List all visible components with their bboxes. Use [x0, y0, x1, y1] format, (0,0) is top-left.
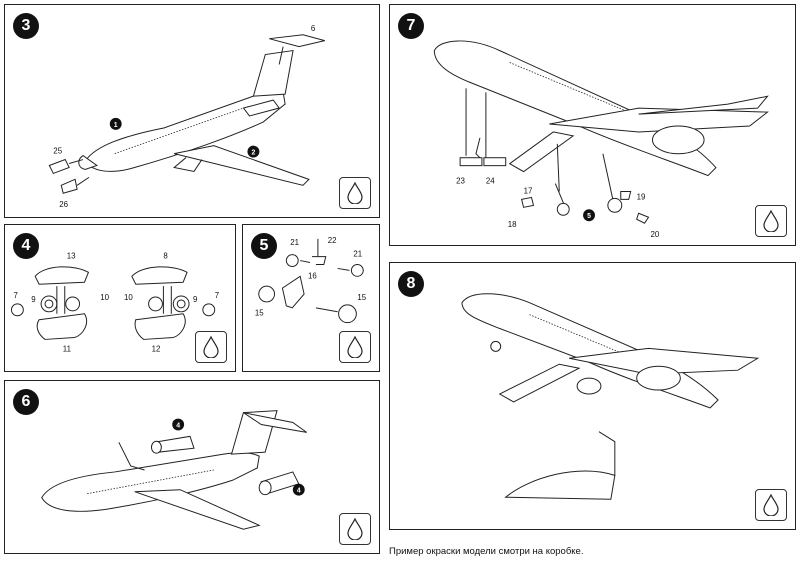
- part-label-16: 16: [308, 271, 317, 280]
- step-6-panel: 6 4 4: [4, 380, 380, 554]
- step-8-illustration: [461, 293, 760, 500]
- callout-5-marker: [583, 209, 595, 222]
- step-7-badge: 7: [398, 13, 424, 39]
- step-3-badge: 3: [13, 13, 39, 39]
- footer-note: Пример окраски модели смотри на коробке.: [389, 546, 584, 557]
- part-label-12: 12: [152, 344, 161, 353]
- part-label-21-left: 21: [290, 238, 299, 247]
- part-label-8: 8: [163, 252, 168, 261]
- callout-4-bottom-text: 4: [297, 488, 301, 495]
- part-label-24: 24: [486, 177, 495, 186]
- part-label-23: 23: [456, 177, 465, 186]
- step-4-badge: 4: [13, 233, 39, 259]
- part-label-6: 6: [311, 24, 316, 33]
- callout-5-text: 5: [587, 213, 591, 220]
- glue-drop-icon: [339, 331, 371, 363]
- glue-drop-icon: [339, 513, 371, 545]
- callout-1-text: 1: [114, 122, 118, 129]
- step-4-illustration: 13 8 7 9 10 11 10 9 7 12: [10, 252, 219, 353]
- part-label-18: 18: [508, 220, 517, 229]
- callout-4-top-text: 4: [176, 422, 180, 429]
- glue-drop-icon: [195, 331, 227, 363]
- part-label-13: 13: [67, 252, 76, 261]
- part-label-15-left: 15: [255, 309, 264, 318]
- glue-drop-icon: [755, 205, 787, 237]
- step-6-badge: 6: [13, 389, 39, 415]
- step-3-panel: 3 6 25 26 1 2: [4, 4, 380, 218]
- step-8-badge: 8: [398, 271, 424, 297]
- step-5-panel: 5 21 22 21 16 15 15: [242, 224, 380, 372]
- part-label-10-left: 10: [100, 293, 109, 302]
- part-label-25: 25: [53, 147, 62, 156]
- callout-1-marker: [109, 117, 122, 130]
- part-label-17: 17: [524, 186, 533, 195]
- callout-4-top-marker: [172, 418, 185, 431]
- part-label-15-right: 15: [357, 293, 366, 302]
- part-label-26: 26: [59, 200, 68, 209]
- part-label-11: 11: [63, 344, 71, 353]
- part-label-21-right: 21: [353, 250, 362, 259]
- step-5-badge: 5: [251, 233, 277, 259]
- part-label-7-left: 7: [13, 291, 17, 300]
- callout-2-marker: [247, 145, 260, 158]
- part-label-20: 20: [651, 230, 660, 239]
- part-label-22: 22: [328, 236, 337, 245]
- part-label-10-right: 10: [124, 293, 133, 302]
- part-label-9-left: 9: [31, 295, 35, 304]
- part-label-19: 19: [637, 192, 646, 201]
- step-6-illustration: 4 4: [41, 410, 307, 530]
- step-8-panel: 8: [389, 262, 796, 530]
- step-3-illustration: 6 25 26 1 2: [48, 24, 325, 209]
- callout-2-text: 2: [251, 150, 255, 157]
- part-label-7-right: 7: [215, 291, 219, 300]
- glue-drop-icon: [755, 489, 787, 521]
- callout-4-bottom-marker: [292, 483, 305, 496]
- step-7-panel: 7 23 24 17 18 19 20 5: [389, 4, 796, 246]
- step-7-illustration: 23 24 17 18 19 20 5: [433, 40, 769, 239]
- glue-drop-icon: [339, 177, 371, 209]
- step-5-illustration: 21 22 21 16 15 15: [255, 236, 367, 324]
- part-label-9-right: 9: [193, 295, 197, 304]
- step-4-panel: 4 13 8 7 9 10 11 10 9 7 12: [4, 224, 236, 372]
